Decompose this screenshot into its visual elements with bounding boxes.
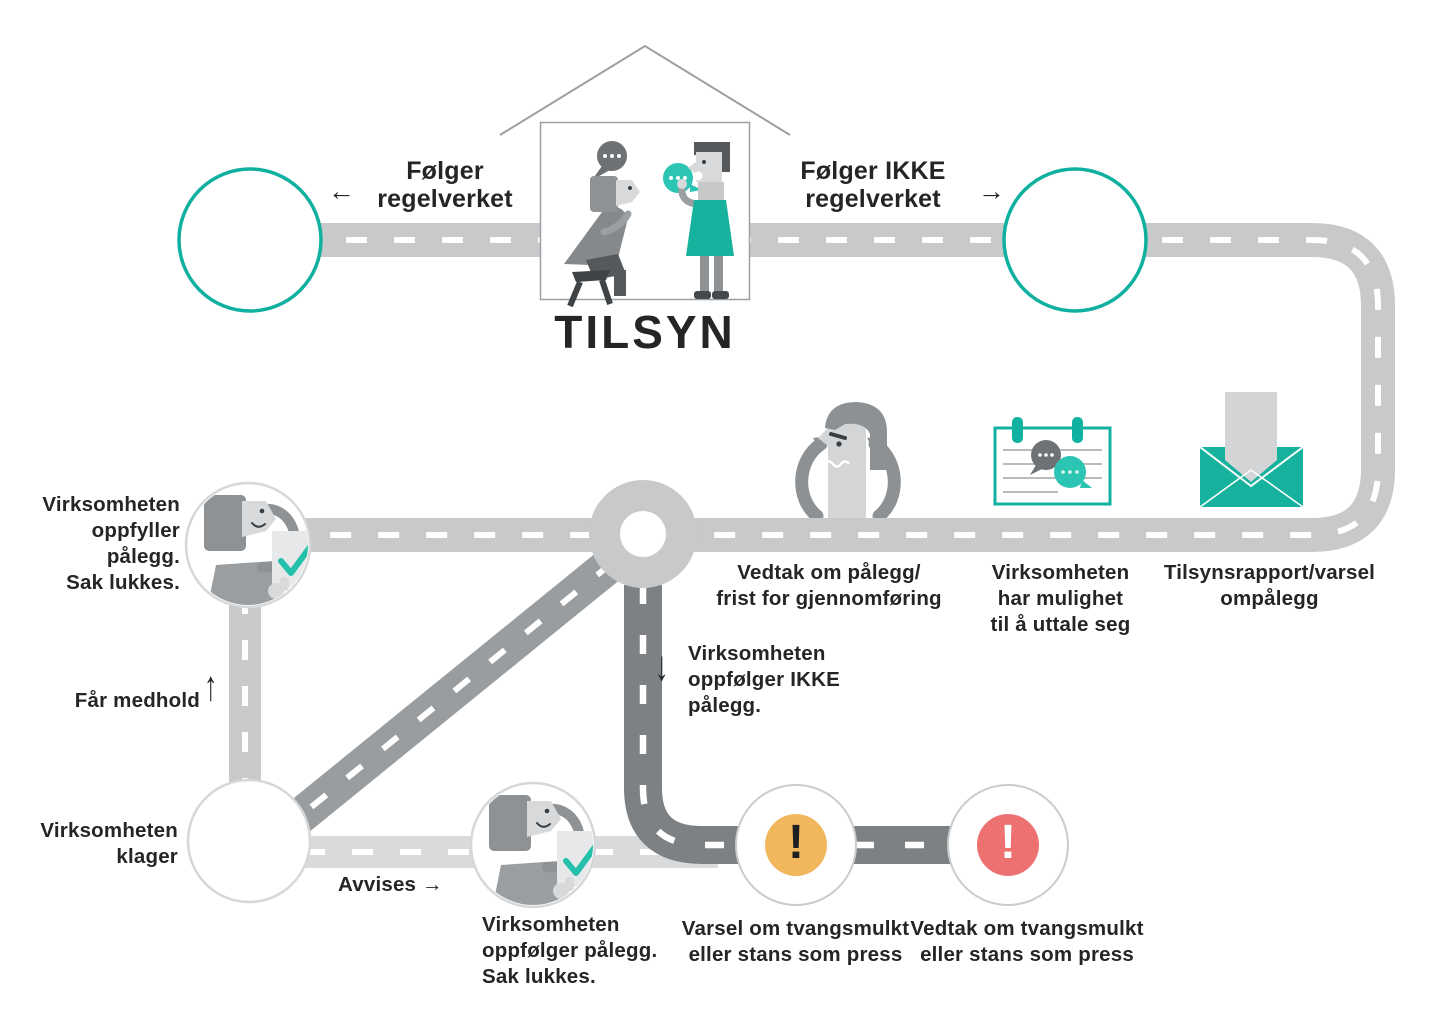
label-decision-order: Vedtak om pålegg/ frist for gjennomførin… <box>716 561 942 610</box>
person-follows-rules <box>177 167 323 313</box>
label-not-follows-rules: Følger IKKE regelverket <box>800 157 946 213</box>
arrow-right-icon: → <box>422 873 443 896</box>
road-main <box>250 223 1395 552</box>
person-follows-order <box>469 781 597 909</box>
person-inspector-standing <box>663 142 734 299</box>
label-not-follow-order: Virksomheten oppfølger IKKE pålegg. <box>688 642 840 717</box>
label-follows-order: Virksomheten oppfølger pålegg. Sak lukke… <box>482 913 658 988</box>
label-complains: Virksomheten klager <box>40 819 178 868</box>
label-order-fulfilled: Virksomheten oppfyller pålegg. Sak lukke… <box>42 493 180 594</box>
open-envelope-report-icon <box>1199 392 1304 508</box>
person-complaining <box>186 778 312 904</box>
hearing-note-icon <box>993 417 1112 506</box>
label-follows-rules: Følger regelverket <box>377 157 513 213</box>
diagram-title: TILSYN <box>554 306 736 358</box>
label-rejected: Avvises → <box>338 873 443 896</box>
arrow-left-icon: ← <box>328 176 355 206</box>
road-dark <box>624 585 1008 864</box>
decision-exclamation: ! <box>1000 816 1016 869</box>
label-inspection-report: Tilsynsrapport/varsel ompålegg <box>1163 561 1376 610</box>
arrow-right-icon: → <box>978 176 1005 206</box>
person-not-follows-rules <box>1002 167 1148 313</box>
arrow-down-icon: ↓ <box>655 642 669 690</box>
person-inspected-seated <box>564 141 640 308</box>
label-appeal-upheld: Får medhold <box>74 689 200 712</box>
label-decision-fine: Vedtak om tvangsmulkt eller stans som pr… <box>910 917 1144 966</box>
warning-exclamation: ! <box>788 816 804 869</box>
exclamation-red-icon <box>947 784 1069 906</box>
exclamation-orange-icon <box>735 784 857 906</box>
arrow-up-icon: ↑ <box>204 662 218 710</box>
person-shrugging <box>795 402 901 523</box>
label-warning-fine: Varsel om tvangsmulkt eller stans som pr… <box>681 917 910 966</box>
house-outline-icon <box>499 44 791 301</box>
road-diagonal <box>271 549 624 844</box>
roundabout-icon <box>589 480 697 588</box>
label-right-to-comment: Virksomheten har mulighet til å uttale s… <box>990 561 1131 636</box>
person-order-fulfilled <box>184 481 312 609</box>
